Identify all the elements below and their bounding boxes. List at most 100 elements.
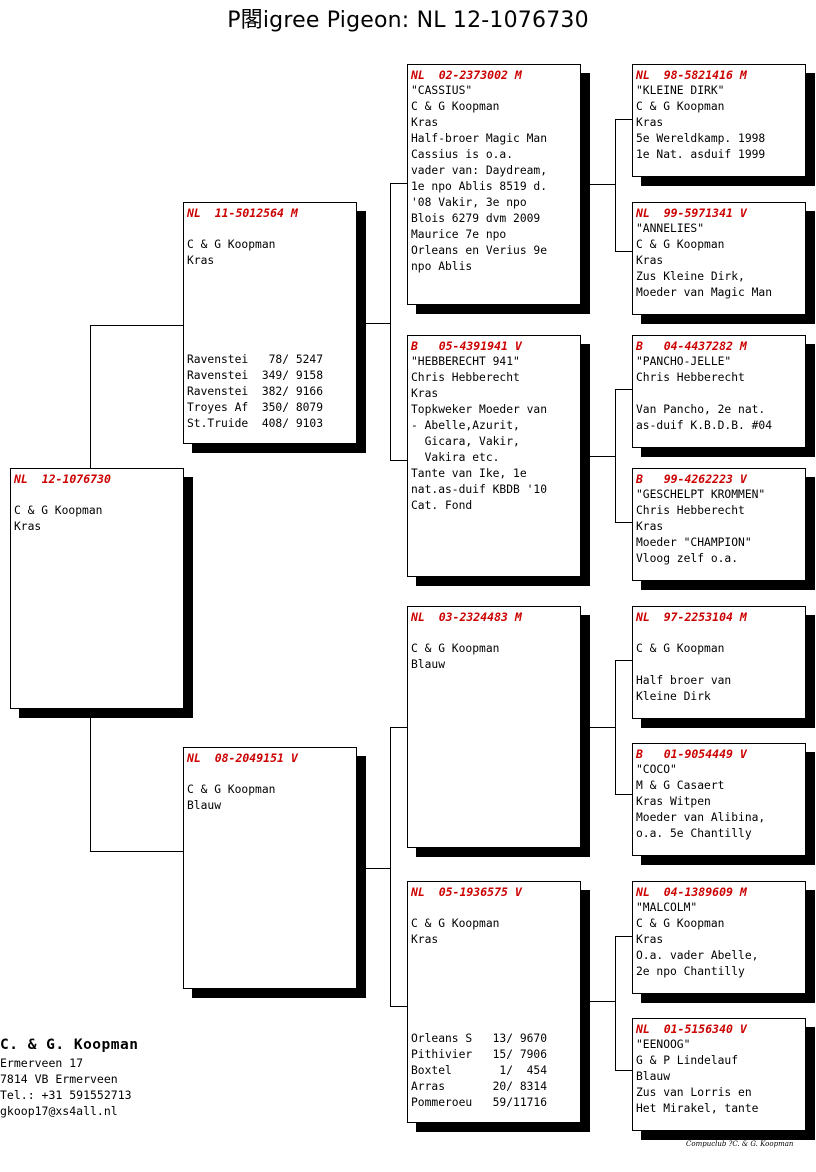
info-line: Kras <box>411 116 439 129</box>
pigeon-card-mmf[interactable]: NL 04-1389609 M "MALCOLM" C & G Koopman … <box>632 881 806 994</box>
info-line: Kras <box>636 116 664 129</box>
pigeon-card-mff[interactable]: NL 97-2253104 M C & G Koopman Half broer… <box>632 606 806 719</box>
pigeon-card-father[interactable]: NL 11-5012564 M C & G Koopman Kras Raven… <box>183 202 357 444</box>
page-title: P閣igree Pigeon: NL 12-1076730 <box>227 8 589 33</box>
info-line: Blauw <box>411 658 446 671</box>
connector-line <box>390 183 391 461</box>
info-line: 1e Nat. asduif 1999 <box>636 148 766 161</box>
ring-number: NL 04-1389609 M <box>636 885 747 899</box>
connector-line <box>615 660 632 661</box>
ring-number: NL 02-2373002 M <box>411 68 522 82</box>
info-line: Moeder van Magic Man <box>636 286 773 299</box>
info-line: Chris Hebberecht <box>636 504 745 517</box>
ring-number: NL 97-2253104 M <box>636 610 747 624</box>
connector-line <box>390 183 407 184</box>
info-line: Half-broer Magic Man <box>411 132 548 145</box>
connector-line <box>357 868 390 869</box>
race-result: Pithivier 15/ 7906 <box>411 1048 548 1061</box>
race-result: Ravenstei 349/ 9158 <box>187 369 324 382</box>
connector-line <box>615 389 632 390</box>
info-line: C & G Koopman <box>411 642 500 655</box>
info-line: Tante van Ike, 1e <box>411 467 527 480</box>
pigeon-card-mfm[interactable]: B 01-9054449 V "COCO" M & G Casaert Kras… <box>632 743 806 856</box>
pigeon-card-mf[interactable]: NL 03-2324483 M C & G Koopman Blauw <box>407 606 581 848</box>
ring-number: B 04-4437282 M <box>636 339 747 353</box>
race-result: Orleans S 13/ 9670 <box>411 1032 548 1045</box>
pigeon-card-ffm[interactable]: NL 99-5971341 V "ANNELIES" C & G Koopman… <box>632 202 806 315</box>
owner-contact: C. & G. Koopman Ermerveen 17 7814 VB Erm… <box>0 1035 138 1119</box>
info-line: O.a. vader Abelle, <box>636 949 759 962</box>
connector-line <box>580 727 615 728</box>
pigeon-card-mmm[interactable]: NL 01-5156340 V "EENOOG" G & P Lindelauf… <box>632 1018 806 1131</box>
info-line: 2e npo Chantilly <box>636 965 745 978</box>
connector-line <box>615 936 632 937</box>
pigeon-card-fff[interactable]: NL 98-5821416 M "KLEINE DIRK" C & G Koop… <box>632 64 806 177</box>
connector-line <box>615 1070 632 1071</box>
info-line: C & G Koopman <box>636 642 725 655</box>
race-results: Ravenstei 78/ 5247 Ravenstei 349/ 9158 R… <box>187 352 323 432</box>
info-line: "EENOOG" <box>636 1038 691 1051</box>
pigeon-card-fmf[interactable]: B 04-4437282 M "PANCHO-JELLE" Chris Hebb… <box>632 335 806 448</box>
pigeon-card-fmm[interactable]: B 99-4262223 V "GESCHELPT KROMMEN" Chris… <box>632 468 806 581</box>
info-line: Vakira etc. <box>411 451 500 464</box>
info-line: Van Pancho, 2e nat. <box>636 403 766 416</box>
info-line: C & G Koopman <box>411 917 500 930</box>
connector-line <box>615 119 632 120</box>
info-line <box>636 625 802 641</box>
info-line: vader van: Daydream, <box>411 164 548 177</box>
owner-phone: Tel.: +31 591552713 <box>0 1088 132 1102</box>
info-line: Vloog zelf o.a. <box>636 552 739 565</box>
info-line: Gicara, Vakir, <box>411 435 520 448</box>
ring-number: NL 05-1936575 V <box>411 885 522 899</box>
race-result: Troyes Af 350/ 8079 <box>187 401 324 414</box>
info-line: "HEBBERECHT 941" <box>411 355 520 368</box>
connector-line <box>390 727 391 1007</box>
info-line <box>636 657 802 673</box>
connector-line <box>580 456 615 457</box>
info-line: as-duif K.B.D.B. #04 <box>636 419 773 432</box>
owner-email[interactable]: gkoop17@xs4all.nl <box>0 1104 118 1118</box>
pigeon-card-fm[interactable]: B 05-4391941 V "HEBBERECHT 941" Chris He… <box>407 335 581 577</box>
info-line: C & G Koopman <box>411 100 500 113</box>
info-line <box>636 386 802 402</box>
info-line <box>411 900 577 916</box>
info-line: Het Mirakel, tante <box>636 1102 759 1115</box>
info-line: Chris Hebberecht <box>636 371 745 384</box>
info-line: "KLEINE DIRK" <box>636 84 725 97</box>
connector-line <box>615 389 616 523</box>
info-line: Kras <box>411 387 439 400</box>
info-line: C & G Koopman <box>187 238 276 251</box>
info-line: Moeder van Alibina, <box>636 811 766 824</box>
pigeon-card-mm[interactable]: NL 05-1936575 V C & G Koopman Kras Orlea… <box>407 881 581 1123</box>
connector-line <box>390 727 407 728</box>
race-result: Ravenstei 78/ 5247 <box>187 353 324 366</box>
pigeon-card-subject[interactable]: NL 12-1076730 C & G Koopman Kras <box>10 468 184 709</box>
info-line: Kras <box>636 520 664 533</box>
info-line: "PANCHO-JELLE" <box>636 355 732 368</box>
info-line <box>411 625 577 641</box>
pigeon-card-mother[interactable]: NL 08-2049151 V C & G Koopman Blauw <box>183 747 357 989</box>
connector-line <box>390 1006 407 1007</box>
info-line: Kleine Dirk <box>636 690 711 703</box>
info-line: C & G Koopman <box>636 238 725 251</box>
info-line: 5e Wereldkamp. 1998 <box>636 132 766 145</box>
info-line: Kras Witpen <box>636 795 711 808</box>
ring-number: NL 98-5821416 M <box>636 68 747 82</box>
info-line: Kras <box>636 933 664 946</box>
ring-number: NL 99-5971341 V <box>636 206 747 220</box>
info-line: "CASSIUS" <box>411 84 473 97</box>
race-result: Ravenstei 382/ 9166 <box>187 385 324 398</box>
pigeon-card-ff[interactable]: NL 02-2373002 M "CASSIUS" C & G Koopman … <box>407 64 581 305</box>
info-line: M & G Casaert <box>636 779 725 792</box>
info-line: "COCO" <box>636 763 677 776</box>
ring-number: NL 11-5012564 M <box>187 206 298 220</box>
ring-number: NL 12-1076730 <box>14 472 111 486</box>
info-line: Kras <box>636 254 664 267</box>
ring-number: NL 08-2049151 V <box>187 751 298 765</box>
info-line: "ANNELIES" <box>636 222 705 235</box>
connector-line <box>90 325 183 326</box>
ring-number: B 05-4391941 V <box>411 339 522 353</box>
info-line: Moeder "CHAMPION" <box>636 536 752 549</box>
connector-line <box>390 460 407 461</box>
info-line: Orleans en Verius 9e <box>411 244 548 257</box>
